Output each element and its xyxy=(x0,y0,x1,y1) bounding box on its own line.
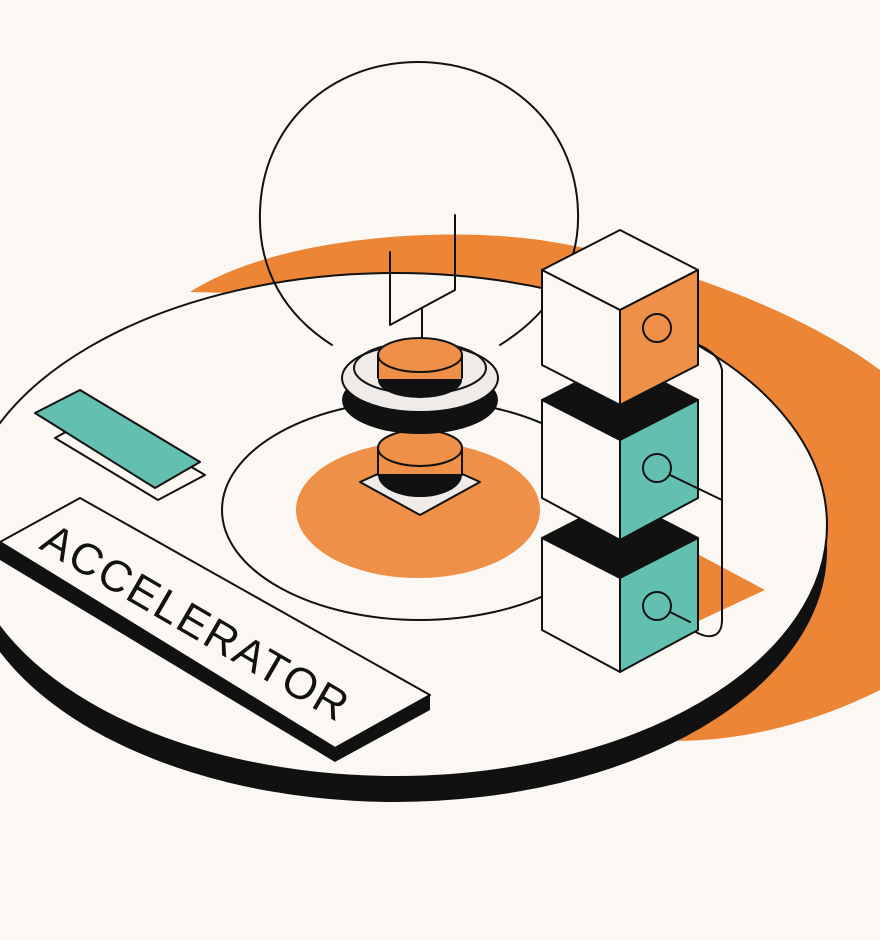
orange-pointer xyxy=(690,550,765,625)
cube-bottom-wire xyxy=(669,611,691,623)
cube-top-port xyxy=(642,313,672,343)
cube-middle-wire xyxy=(669,474,723,501)
cube-bottom-port xyxy=(642,591,672,621)
teal-card-icon xyxy=(34,389,201,489)
lightbulb-icon xyxy=(258,61,580,516)
upper-disc-top xyxy=(377,337,463,373)
cube-middle-port xyxy=(642,453,672,483)
cube-stack-icon xyxy=(541,229,723,673)
lower-disc-top xyxy=(377,429,463,467)
label-plate-top xyxy=(0,497,431,749)
cube-top xyxy=(541,229,699,406)
